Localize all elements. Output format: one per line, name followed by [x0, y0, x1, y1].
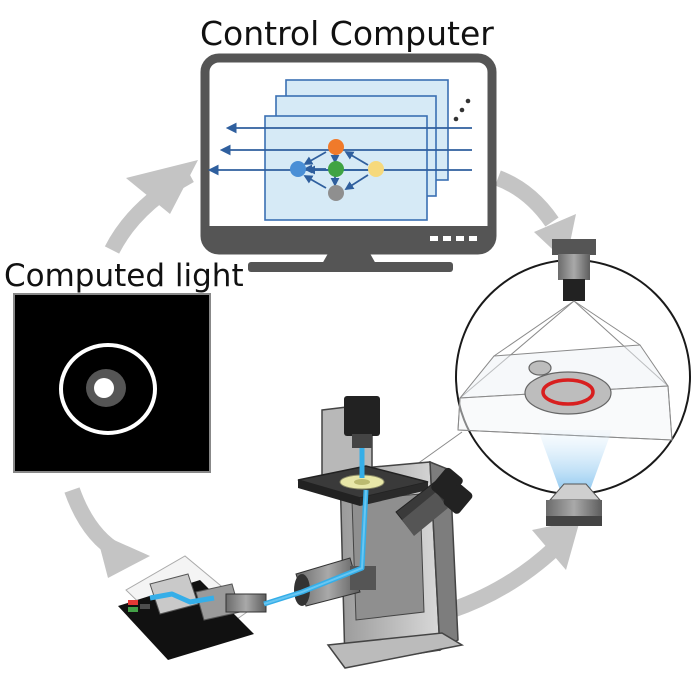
ellipsis-icon: [453, 98, 471, 122]
node-yellow: [368, 161, 384, 177]
sample-dish: [524, 360, 612, 415]
objective-lens-icon: [546, 483, 602, 526]
computed-light-panel: [13, 293, 211, 473]
microscope-icon: [294, 396, 473, 669]
network-nodes: [290, 139, 384, 201]
cycle-arrow-bottom-right-head: [532, 520, 580, 570]
node-blue: [290, 161, 306, 177]
cycle-arrow-top-left-head: [126, 160, 198, 214]
node-green: [328, 161, 344, 177]
cycle-arrow-bottom-left-head: [96, 532, 150, 578]
node-orange: [328, 139, 344, 155]
light-modulator-icon: [118, 555, 267, 660]
computed-light-label: Computed light: [4, 258, 244, 294]
cycle-arrow-top-right: [494, 170, 559, 227]
node-gray: [328, 185, 344, 201]
zoom-inset: [455, 239, 691, 526]
light-spray: [538, 430, 612, 490]
camera-icon: [552, 239, 596, 301]
control-computer-label: Control Computer: [200, 14, 494, 53]
eyepiece-icon: [395, 467, 473, 536]
cycle-arrow-bottom-right: [449, 542, 561, 618]
